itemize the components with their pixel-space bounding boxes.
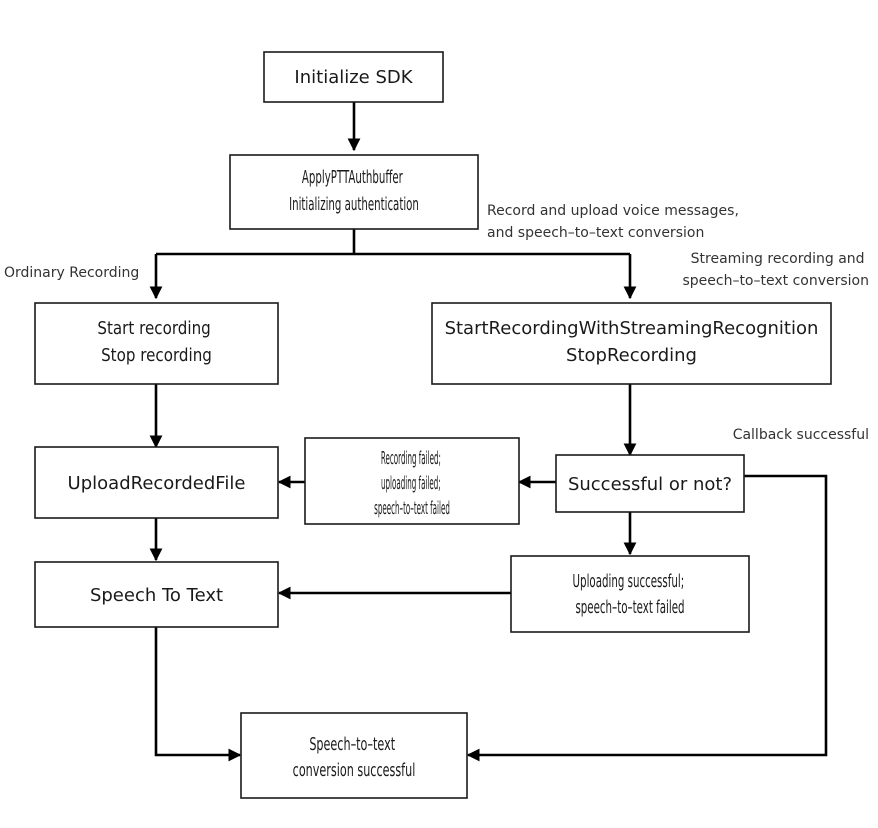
node-upload-successful: Uploading successful; speech–to–text fai… [510,555,750,633]
edges [149,102,828,762]
node-start-stop-recording: Start recording Stop recording [34,302,279,385]
node-conversion-successful-label: Speech–to–text conversion successful [293,734,416,781]
annotation-record-upload: Record and upload voice messages, and sp… [487,203,743,241]
node-speech-to-text: Speech To Text [34,561,279,628]
node-streaming-label-2: StopRecording [566,345,697,366]
node-decision: Successful or not? [555,454,745,513]
node-initialize-sdk-label: Initialize SDK [294,67,413,88]
edge-decision-callback-to-success [466,474,828,762]
node-initialize-sdk: Initialize SDK [263,51,444,103]
edge-speech-to-success [154,627,242,762]
node-failed-label: Recording failed; uploading failed; spee… [374,448,450,519]
node-decision-label: Successful or not? [568,474,732,495]
annotation-callback-successful: Callback successful [733,427,869,443]
node-upload-successful-label: Uploading successful; speech–to–text fai… [573,571,688,618]
node-failed: Recording failed; uploading failed; spee… [304,437,520,525]
node-upload-recorded-file: UploadRecordedFile [34,446,279,519]
node-speech-to-text-label: Speech To Text [90,585,223,606]
node-apply-auth: ApplyPTTAuthbuffer Initializing authenti… [229,154,479,230]
annotation-streaming: Streaming recording and speech–to–text c… [682,251,869,289]
node-start-stop-label: Start recording Stop recording [97,318,215,366]
node-streaming-label: StartRecordingWithStreamingRecognition [445,318,819,339]
node-upload-label: UploadRecordedFile [68,473,246,494]
annotation-ordinary-recording: Ordinary Recording [4,265,139,281]
node-conversion-successful: Speech–to–text conversion successful [240,712,468,799]
node-streaming-recognition: StartRecordingWithStreamingRecognition S… [431,302,832,385]
node-apply-auth-label: ApplyPTTAuthbuffer Initializing authenti… [289,167,419,215]
